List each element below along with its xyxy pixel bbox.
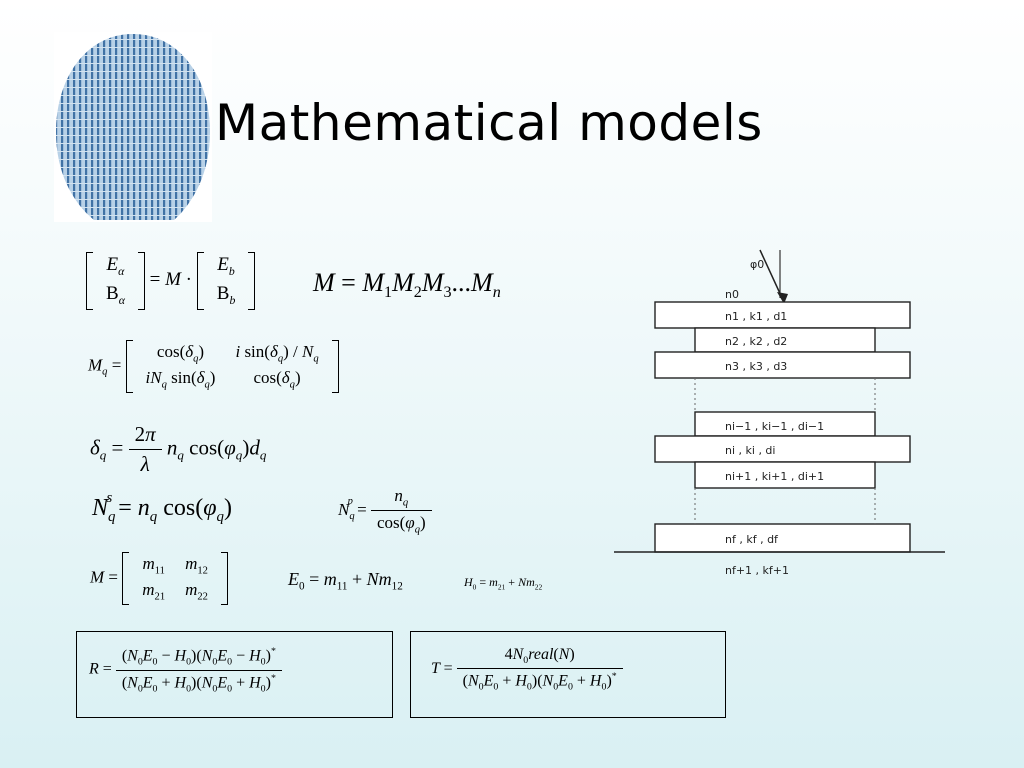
equation-e0: E0 = m11 + Nm12: [288, 569, 403, 593]
slide-title: Mathematical models: [215, 94, 763, 152]
incident-ray-arrowhead: [777, 292, 788, 304]
equation-transmittance: T = 4N0real(N) (N0E0 + H0)(N0E0 + H0)*: [431, 646, 623, 693]
layer-3: [654, 351, 911, 379]
label-layer-i: ni , ki , di: [725, 444, 775, 457]
angle-label: φ0: [750, 258, 764, 271]
layer-i-plus-1: [694, 461, 876, 489]
reflectance-box: R = (N0E0 − H0)(N0E0 − H0)* (N0E0 + H0)(…: [76, 631, 393, 718]
label-n0: n0: [725, 288, 739, 301]
equation-field-transfer: Eα Bα = M · Eb Bb: [86, 252, 255, 310]
layer-i-minus-1: [694, 411, 876, 437]
label-layer-i-plus-1: ni+1 , ki+1 , di+1: [725, 470, 824, 483]
label-layer-i-minus-1: ni−1 , ki−1 , di−1: [725, 420, 824, 433]
layer-2: [694, 327, 876, 353]
equation-reflectance: R = (N0E0 − H0)(N0E0 − H0)* (N0E0 + H0)(…: [89, 646, 282, 694]
layer-f: [654, 523, 911, 553]
equation-h0: H0 = m21 + Nm22: [464, 575, 543, 592]
layer-i: [654, 435, 911, 463]
transmittance-box: T = 4N0real(N) (N0E0 + H0)(N0E0 + H0)*: [410, 631, 726, 718]
equation-layer-matrix: Mq = cos(δq)i sin(δq) / Nq iNq sin(δq)co…: [88, 340, 339, 393]
label-substrate: nf+1 , kf+1: [725, 564, 789, 577]
label-layer-f: nf , kf , df: [725, 533, 779, 546]
layer-1: [654, 301, 911, 329]
label-layer-1: n1 , k1 , d1: [725, 310, 787, 323]
multilayer-diagram: φ0 n0 n1 , k1 , d1 n2 , k2 , d2 n3 , k3 …: [614, 249, 945, 577]
label-layer-2: n2 , k2 , d2: [725, 335, 787, 348]
incident-ray: [759, 249, 784, 301]
equation-total-matrix: M = M1M2M3...Mn: [313, 268, 501, 302]
equation-ns: Nqs = nq cos(φq): [92, 490, 232, 525]
label-layer-3: n3 , k3 , d3: [725, 360, 787, 373]
wafer-image: [54, 32, 212, 222]
